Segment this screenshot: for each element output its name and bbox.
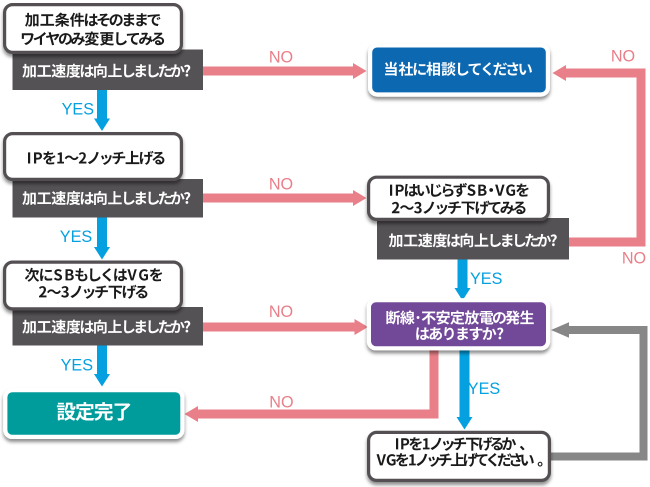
svg-text:NO: NO (269, 394, 293, 412)
svg-text:NO: NO (269, 303, 293, 321)
svg-text:YES: YES (61, 357, 94, 375)
svg-text:NO: NO (269, 49, 293, 67)
svg-text:YES: YES (470, 270, 503, 288)
svg-text:NO: NO (269, 176, 293, 194)
svg-text:NO: NO (622, 250, 646, 268)
svg-text:YES: YES (62, 101, 95, 119)
svg-text:NO: NO (611, 48, 635, 66)
svg-text:YES: YES (60, 228, 93, 246)
svg-text:YES: YES (468, 380, 501, 398)
